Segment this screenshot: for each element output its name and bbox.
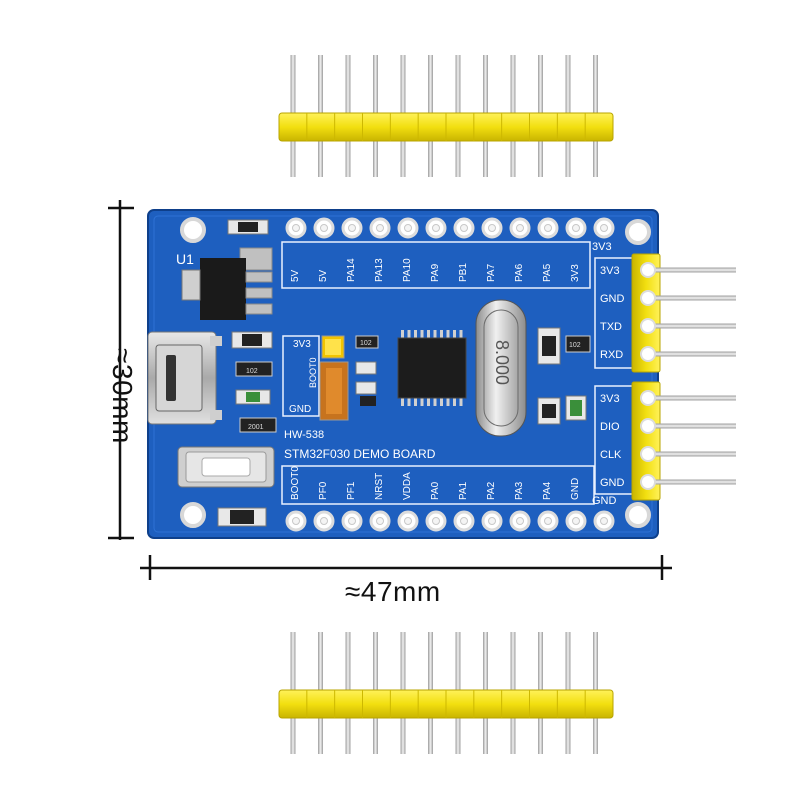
- pin-label: GND: [570, 478, 581, 500]
- bottom-pin-labels: BOOT0 PF0 PF1 NRST VDDA PA0 PA1 PA2 PA3 PA4 GND: [290, 466, 581, 500]
- pin-label: 5V: [290, 269, 301, 282]
- height-dimension-line: [108, 200, 134, 540]
- header-pin: [644, 351, 736, 357]
- mounting-holes: [180, 217, 651, 528]
- pin-label: PA7: [486, 263, 497, 282]
- voltage-regulator: U1: [176, 247, 273, 320]
- pin-label: PA10: [402, 258, 413, 282]
- jumper-label: BOOT0: [308, 357, 318, 388]
- pin-label: BOOT0: [290, 466, 301, 500]
- header-pin: [644, 323, 736, 329]
- pin-label: PF1: [346, 481, 357, 500]
- pin-label: GND: [600, 293, 625, 305]
- pin-label: 5V: [318, 269, 329, 282]
- jumper-label: 3V3: [293, 339, 311, 350]
- pin-label: PA14: [346, 258, 357, 282]
- pin-label: CLK: [600, 449, 622, 461]
- loose-pin-header-top: [278, 55, 614, 177]
- header-plastic-strip: [631, 381, 661, 501]
- board-model: HW-538: [284, 429, 324, 441]
- crystal-marking: 8.000: [492, 340, 512, 385]
- height-dimension-label: ≈30mm: [107, 348, 138, 444]
- pin-label: PA5: [542, 263, 553, 282]
- pin-label: PA4: [542, 481, 553, 500]
- top-pad-row: [285, 217, 615, 239]
- pin-label: RXD: [600, 349, 623, 361]
- width-dimension-label: ≈47mm: [345, 576, 441, 607]
- pin-label: PA6: [514, 263, 525, 282]
- header-pin: [644, 479, 736, 485]
- pcb-board: 5V 5V PA14 PA13 PA10 PA9 PB1 PA7 PA6 PA5 3V3 BOOT0…: [147, 209, 736, 539]
- crystal-oscillator: 8.000: [475, 299, 527, 437]
- width-dimension-line: [140, 555, 672, 580]
- header-plastic-strip: [631, 253, 661, 373]
- jumper-label: GND: [289, 404, 311, 415]
- pin-label: VDDA: [402, 472, 413, 500]
- pin-label: DIO: [600, 421, 620, 433]
- pin-label: NRST: [374, 473, 385, 500]
- pin-label: PA3: [514, 481, 525, 500]
- header-pin: [644, 395, 736, 401]
- smd-components: 102 2001 102 102: [217, 219, 591, 527]
- board-name: STM32F030 DEMO BOARD: [284, 447, 436, 461]
- header-pin: [644, 267, 736, 273]
- pin-label: GND: [600, 477, 625, 489]
- micro-usb-connector: [147, 331, 222, 425]
- resistor-code: 102: [360, 340, 372, 347]
- bottom-corner-label: GND: [592, 495, 617, 507]
- resistor-code: 2001: [248, 424, 264, 431]
- pin-label: PA2: [486, 481, 497, 500]
- regulator-label: U1: [176, 251, 194, 267]
- mcu-chip: [397, 330, 467, 406]
- pin-label: PA0: [430, 481, 441, 500]
- reset-button: [177, 446, 275, 488]
- pin-label: PF0: [318, 481, 329, 500]
- pin-label: PA13: [374, 258, 385, 282]
- resistor-code: 102: [246, 368, 258, 375]
- boot-jumper: 3V3 BOOT0 GND: [289, 335, 349, 421]
- pin-label: PA9: [430, 263, 441, 282]
- pin-label: TXD: [600, 321, 622, 333]
- pin-label: PB1: [458, 263, 469, 282]
- header-pin: [644, 451, 736, 457]
- header-pin: [644, 295, 736, 301]
- top-corner-label: 3V3: [592, 241, 612, 253]
- pin-label: 3V3: [570, 264, 581, 282]
- top-pin-labels: 5V 5V PA14 PA13 PA10 PA9 PB1 PA7 PA6 PA5 3V3: [290, 258, 581, 282]
- pin-label: PA1: [458, 481, 469, 500]
- loose-pin-header-bottom: [278, 632, 614, 754]
- bottom-pad-row: [285, 510, 615, 532]
- resistor-code: 102: [569, 342, 581, 349]
- header-pin: [644, 423, 736, 429]
- pin-label: 3V3: [600, 393, 620, 405]
- pin-label: 3V3: [600, 265, 620, 277]
